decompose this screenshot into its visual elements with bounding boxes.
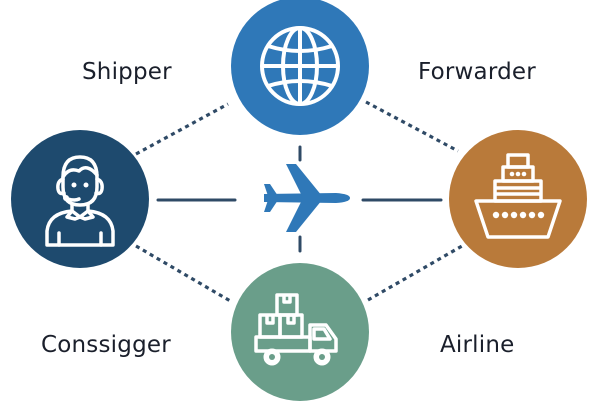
airplane-icon <box>264 164 350 232</box>
label-airline: Airline <box>440 332 515 358</box>
globe-node <box>231 0 369 135</box>
dotted-connector-globe-ship <box>365 100 459 153</box>
label-forwarder: Forwarder <box>418 59 536 85</box>
cargo-ship-icon <box>474 153 562 239</box>
delivery-truck-icon <box>254 293 338 366</box>
globe-icon <box>260 26 340 106</box>
support-agent-icon <box>45 155 115 247</box>
support-agent-node <box>11 130 149 268</box>
label-conssigger: Conssigger <box>41 332 171 358</box>
dotted-connector-person-globe <box>135 102 229 156</box>
label-shipper: Shipper <box>82 59 172 85</box>
dotted-connector-truck-ship <box>367 244 463 302</box>
cargo-ship-node <box>449 130 587 268</box>
delivery-truck-node <box>231 263 369 401</box>
dotted-connector-person-truck <box>135 244 233 304</box>
